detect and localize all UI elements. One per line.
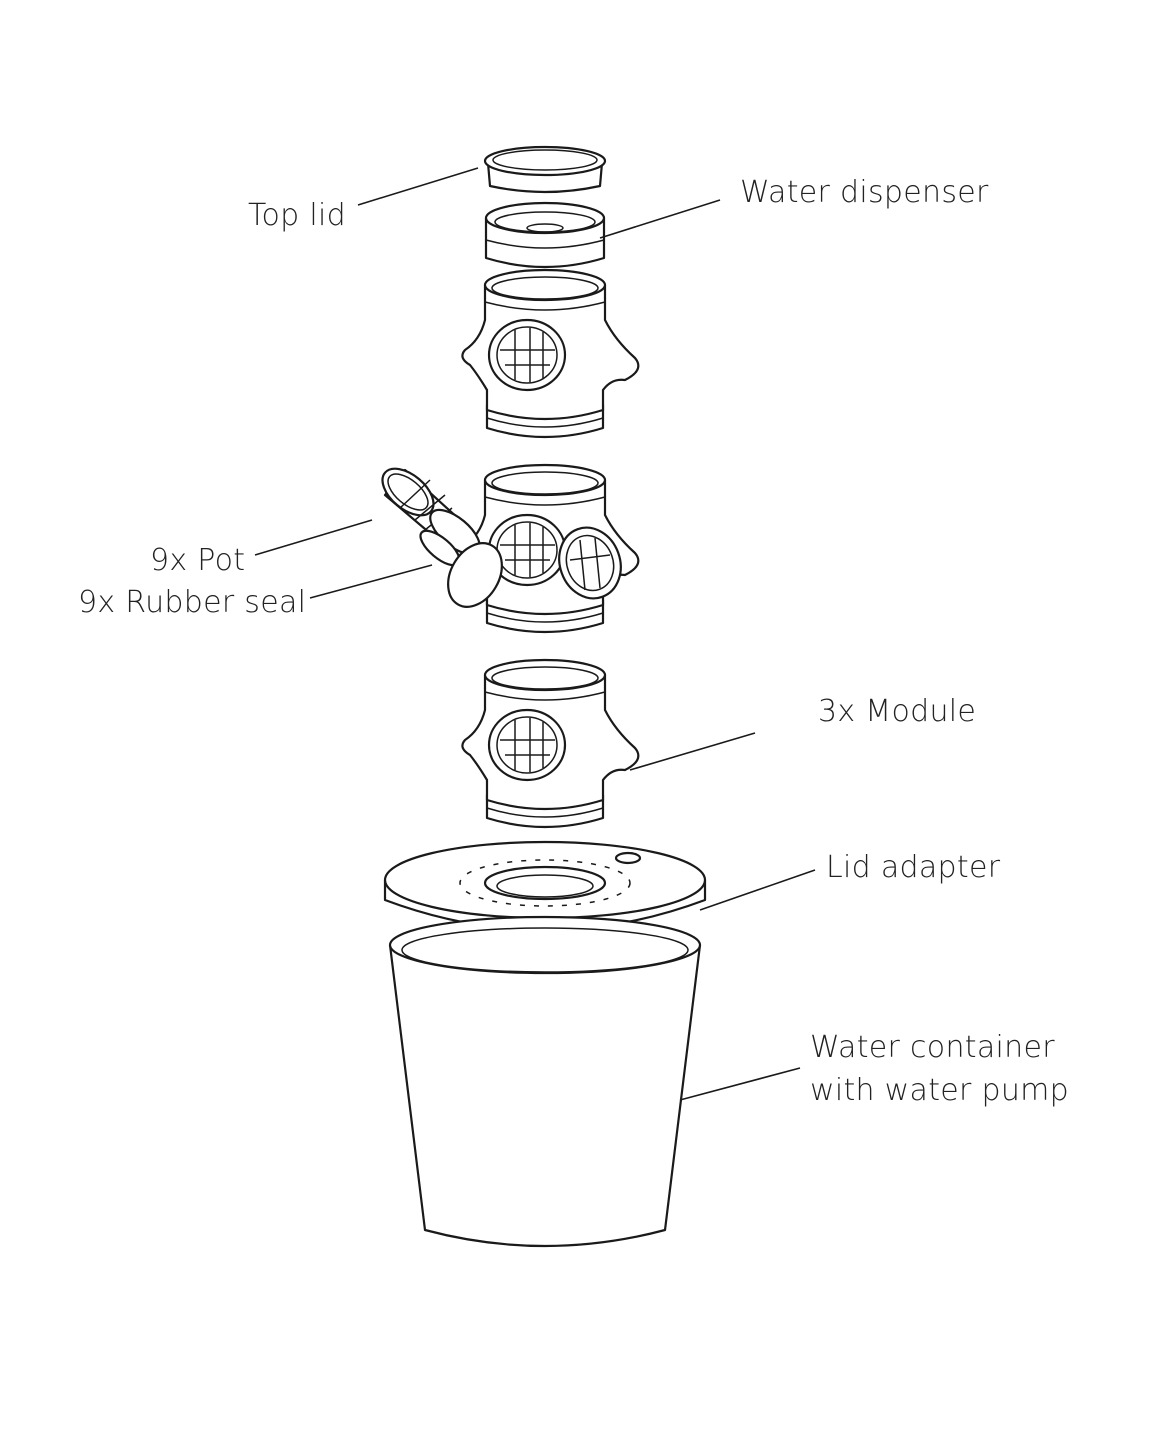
rubber-seal-part: [419, 529, 503, 608]
module-top: [461, 268, 640, 439]
water-container-part: [388, 915, 702, 1248]
leader-top-lid: [357, 167, 479, 206]
pot-part: [381, 467, 481, 556]
module-middle-side-pot: [558, 526, 622, 600]
label-pot: 9x Pot: [150, 543, 246, 578]
module-bottom: [461, 658, 640, 829]
label-top-lid: Top lid: [248, 198, 346, 233]
leader-lid-adapter: [699, 869, 816, 911]
label-lid-adapter: Lid adapter: [826, 850, 1001, 885]
top-lid-part: [483, 145, 607, 194]
label-water-dispenser: Water dispenser: [740, 175, 989, 210]
label-module: 3x Module: [818, 694, 977, 729]
leader-water-dispenser: [599, 199, 721, 239]
leader-module: [629, 732, 756, 771]
water-dispenser-part: [484, 201, 606, 269]
lid-adapter-part: [383, 840, 707, 932]
leader-pot: [254, 519, 373, 556]
leader-water-container: [679, 1067, 801, 1101]
label-rubber-seal: 9x Rubber seal: [78, 585, 307, 620]
leader-rubber-seal: [309, 564, 433, 599]
label-water-pump: with water pump: [810, 1073, 1070, 1108]
label-water-container: Water container: [810, 1030, 1055, 1065]
